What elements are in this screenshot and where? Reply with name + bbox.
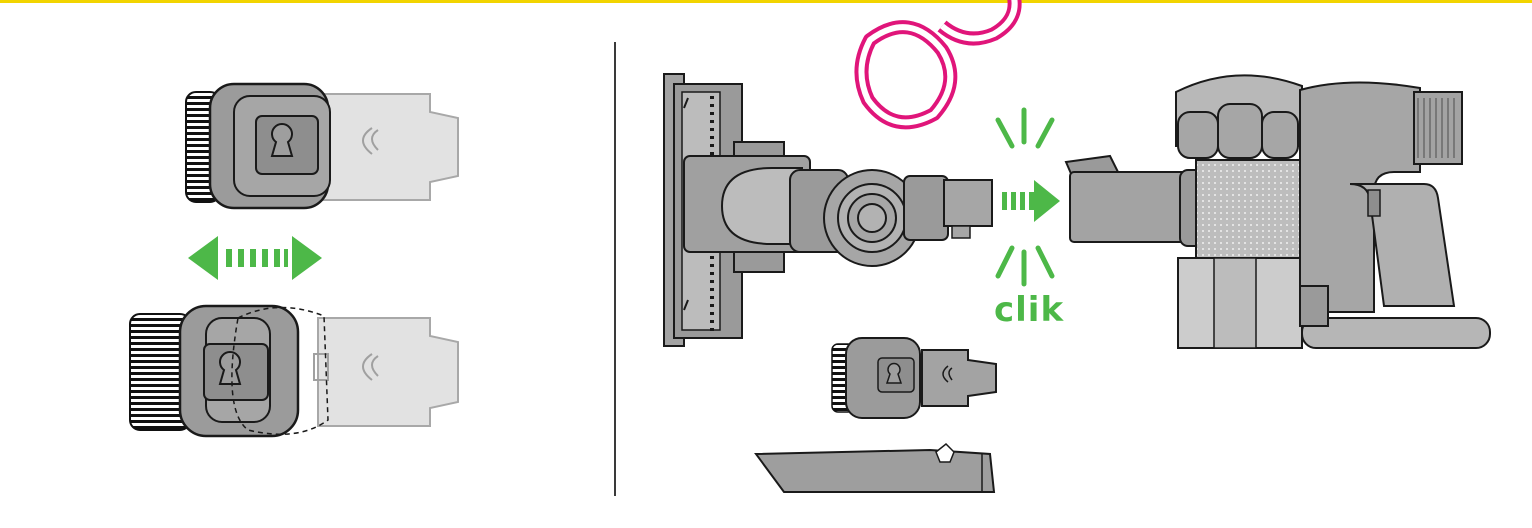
mini-combination-tool — [832, 338, 996, 418]
right-arrow-icon — [1002, 180, 1060, 222]
click-caption: clik — [994, 290, 1064, 330]
combination-tool-retracted — [186, 84, 458, 208]
motorised-floor-tool — [664, 74, 992, 346]
combination-tool-extended — [130, 306, 458, 436]
brand-logo-mark — [861, 0, 1014, 122]
handheld-vacuum — [1066, 75, 1490, 348]
crevice-tool — [756, 444, 994, 492]
double-arrow-icon — [188, 236, 322, 280]
